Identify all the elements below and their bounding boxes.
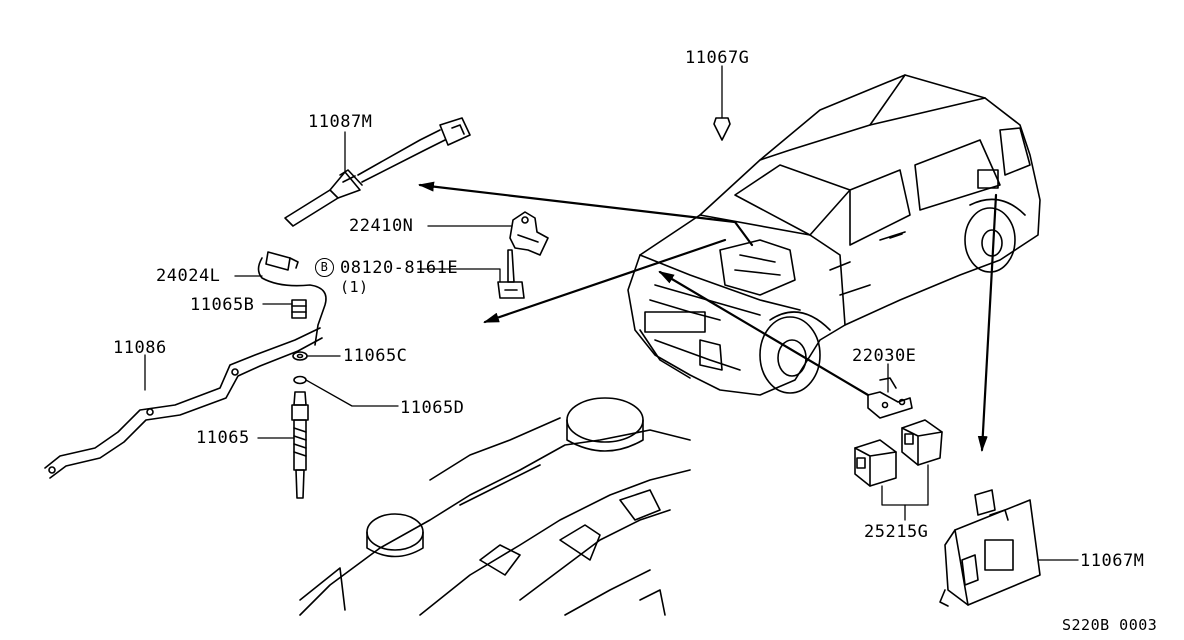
pointer-arrows xyxy=(418,181,998,452)
label-11065d: 11065D xyxy=(400,398,465,418)
bolt-type-marker: B xyxy=(315,258,334,277)
vehicle-illustration xyxy=(627,74,1041,396)
clip-22410n xyxy=(509,211,549,256)
harness-24024l xyxy=(257,251,327,346)
busbar-11086 xyxy=(44,327,323,479)
label-25215g: 25215G xyxy=(864,522,929,542)
ring-11065d xyxy=(293,375,307,385)
label-24024l: 24024L xyxy=(156,266,221,286)
label-08120-marker: B xyxy=(315,258,334,277)
bracket-22030e xyxy=(867,377,913,419)
figure-code: S220B 0003 xyxy=(1062,616,1158,634)
clip-11067g xyxy=(713,117,731,141)
label-08120-qty: (1) xyxy=(340,278,369,296)
label-11065: 11065 xyxy=(196,428,250,448)
relays-25215g xyxy=(854,419,943,487)
glow-plug-11065 xyxy=(291,391,309,499)
label-11067g: 11067G xyxy=(685,48,750,68)
nut-11065b xyxy=(291,299,307,319)
bolt-08120 xyxy=(497,249,525,299)
label-22410n: 22410N xyxy=(349,216,414,236)
label-11086: 11086 xyxy=(113,338,167,358)
engine-illustration xyxy=(299,397,691,616)
leader-lines xyxy=(144,65,1079,561)
control-unit-11067m xyxy=(939,489,1041,607)
label-11067m: 11067M xyxy=(1080,551,1145,571)
label-11065b: 11065B xyxy=(190,295,255,315)
label-08120: 08120-8161E xyxy=(340,258,459,278)
sensor-11087m xyxy=(284,117,471,227)
washer-11065c xyxy=(292,351,308,361)
label-11087m: 11087M xyxy=(308,112,373,132)
label-11065c: 11065C xyxy=(343,346,408,366)
label-22030e: 22030E xyxy=(852,346,917,366)
